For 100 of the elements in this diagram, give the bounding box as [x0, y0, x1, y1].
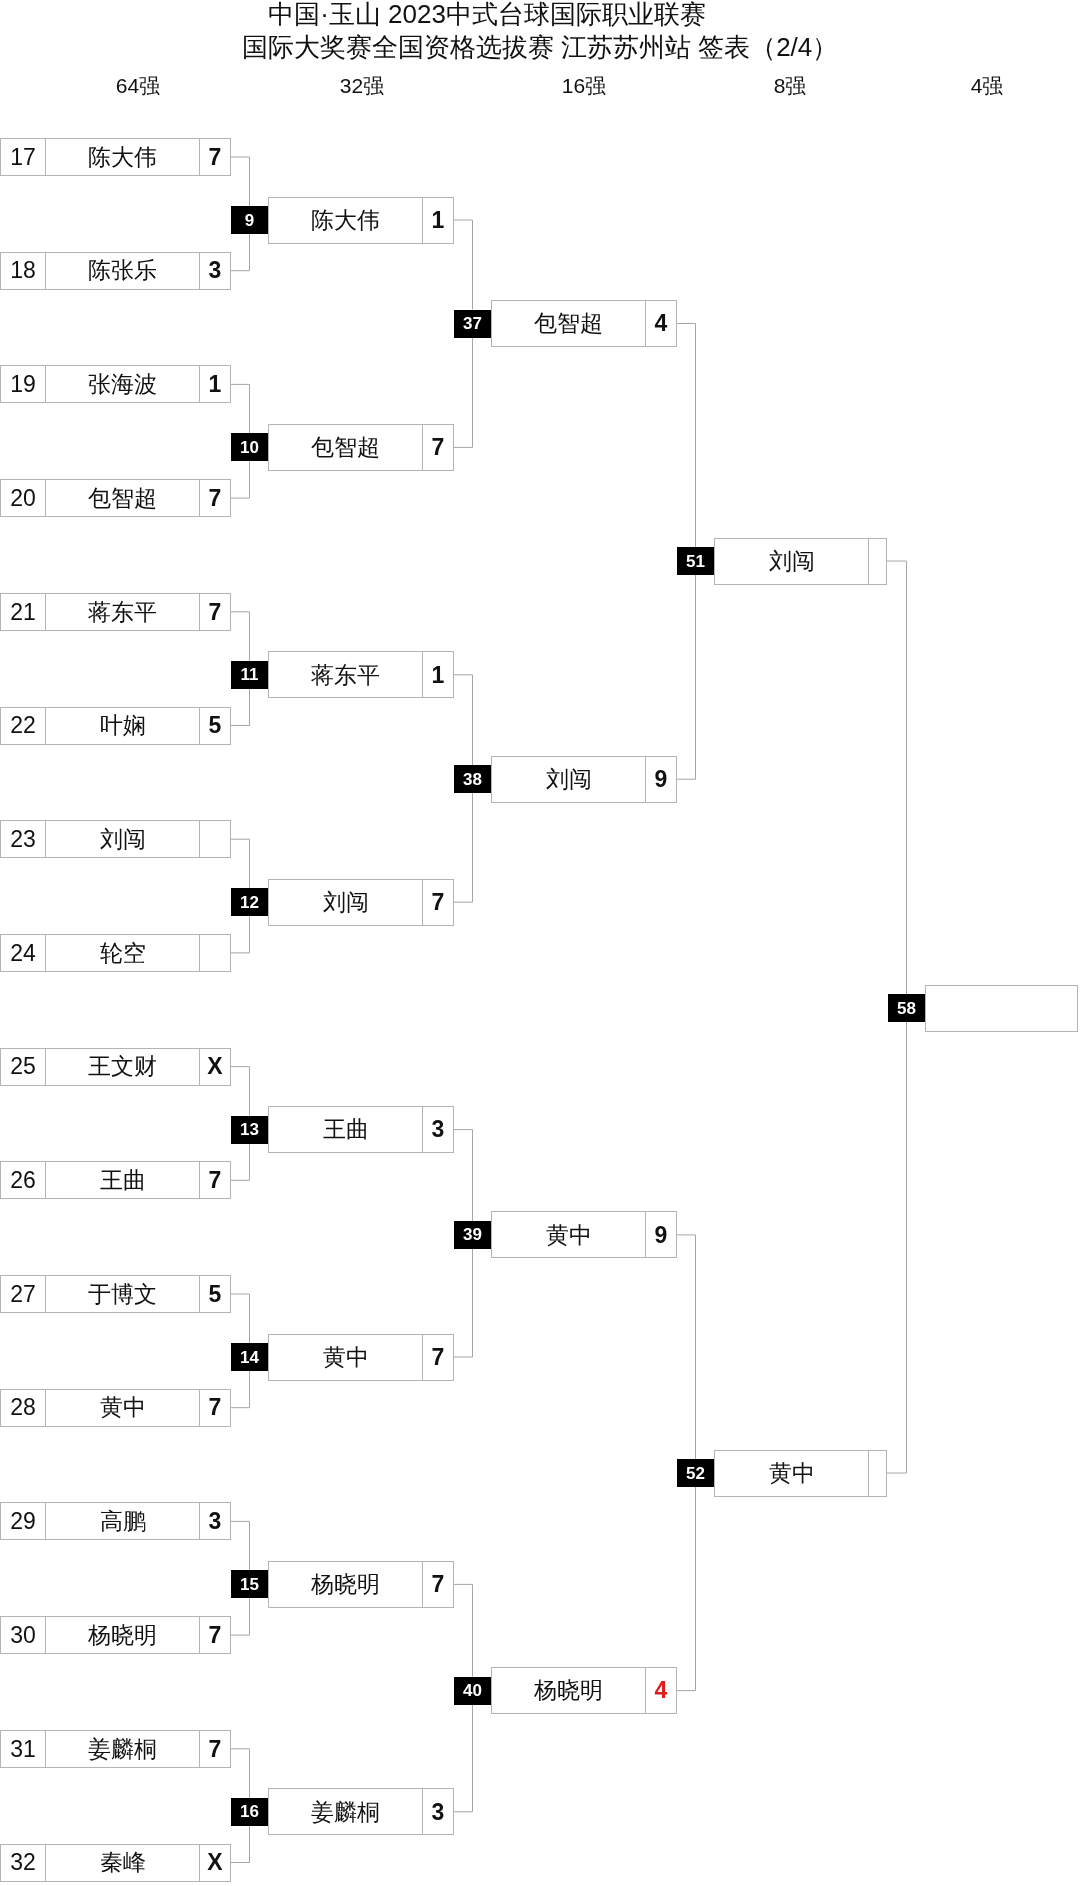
- match-score: 4: [654, 310, 668, 337]
- bracket-line: [676, 574, 696, 780]
- match-number-badge: 15: [231, 1570, 268, 1599]
- bracket-line: [676, 1234, 696, 1460]
- player-name: 于博文: [88, 1280, 157, 1308]
- bracket-line: [230, 1293, 250, 1344]
- player-name: 姜麟桐: [88, 1735, 157, 1762]
- match-score: 7: [431, 434, 445, 461]
- bracket-line: [230, 688, 250, 726]
- player-name: 王曲: [322, 1116, 369, 1143]
- match-score: 7: [208, 1735, 222, 1762]
- match-score: X: [207, 1849, 223, 1876]
- advancing-player-box: [714, 1449, 887, 1497]
- advancing-player-box: [268, 1788, 454, 1836]
- match-score: 5: [208, 1280, 222, 1308]
- match-number-badge: 51: [677, 547, 714, 575]
- bracket-line: [230, 1748, 250, 1799]
- match-score: 9: [654, 1221, 668, 1249]
- match-score: 7: [208, 598, 222, 625]
- match-score: 3: [208, 1508, 222, 1535]
- match-number-badge: 14: [231, 1343, 268, 1371]
- bracket-line: [453, 337, 473, 448]
- seed-number: 27: [10, 1280, 36, 1308]
- player-name: 杨晓明: [88, 1621, 157, 1649]
- bracket-line: [230, 460, 250, 499]
- bracket-line: [453, 1248, 473, 1358]
- player-name: 包智超: [534, 310, 603, 337]
- bracket-line: [453, 792, 473, 903]
- round-header: 4强: [970, 74, 1004, 99]
- bracket-line: [676, 323, 696, 548]
- player-name: 蒋东平: [88, 598, 157, 625]
- seed-number: 17: [10, 143, 36, 171]
- advancing-player-box: [491, 755, 677, 803]
- seed-number: 30: [10, 1621, 36, 1649]
- bracket-line: [230, 915, 250, 954]
- seed-number: 24: [10, 939, 36, 967]
- bracket-line: [676, 1486, 696, 1692]
- player-entry-box: [0, 1047, 231, 1086]
- round-header: 32强: [339, 74, 385, 99]
- player-name: 包智超: [88, 484, 157, 512]
- match-score: X: [207, 1053, 223, 1080]
- bracket-line: [230, 1066, 250, 1117]
- bracket-line: [230, 233, 250, 272]
- player-entry-box: [0, 1616, 231, 1655]
- advancing-player-box: [268, 1106, 454, 1154]
- advancing-player-box: [268, 651, 454, 699]
- player-name: 陈张乐: [88, 257, 157, 284]
- player-name: 叶娴: [99, 712, 146, 739]
- match-number-badge: 12: [231, 888, 268, 917]
- player-name: 杨晓明: [534, 1677, 603, 1704]
- match-score: 7: [208, 484, 222, 512]
- bracket-line: [230, 1370, 250, 1409]
- advancing-player-box: [268, 878, 454, 926]
- match-score: 1: [431, 661, 445, 688]
- player-entry-box: [0, 1843, 231, 1882]
- bracket-line: [453, 1129, 473, 1222]
- seed-number: 23: [10, 825, 36, 853]
- bracket-line: [230, 1520, 250, 1571]
- seed-number: 22: [10, 712, 36, 739]
- player-name: 蒋东平: [311, 661, 380, 688]
- player-name: 刘闯: [322, 888, 369, 916]
- match-number-badge: 40: [454, 1676, 491, 1705]
- player-name: 刘闯: [99, 825, 146, 853]
- bracket-line: [230, 838, 250, 889]
- player-entry-box: [0, 592, 231, 631]
- match-number-badge: 13: [231, 1115, 268, 1144]
- player-entry-box: [0, 251, 231, 290]
- player-name: 黄中: [545, 1221, 592, 1249]
- bracket-line: [230, 1825, 250, 1863]
- player-entry-box: [0, 1161, 231, 1200]
- player-name: 姜麟桐: [311, 1798, 380, 1825]
- player-entry-box: [0, 1275, 231, 1313]
- bracket-line: [453, 219, 473, 310]
- seed-number: 32: [10, 1849, 36, 1876]
- seed-number: 31: [10, 1735, 36, 1762]
- round-header: 8强: [773, 74, 807, 99]
- advancing-player-box: [268, 1560, 454, 1608]
- bracket-line: [886, 1021, 907, 1474]
- match-score: 7: [208, 1167, 222, 1194]
- seed-number: 19: [10, 371, 36, 398]
- bracket-line: [230, 1597, 250, 1636]
- seed-number: 18: [10, 257, 36, 284]
- player-entry-box: [0, 1729, 231, 1768]
- match-score: 3: [431, 1798, 445, 1825]
- match-number-badge: 58: [888, 994, 925, 1022]
- advancing-player-box: [268, 196, 454, 244]
- match-score: 7: [208, 1621, 222, 1649]
- match-number-badge: 38: [454, 765, 491, 794]
- advancing-player-box: [268, 1333, 454, 1381]
- player-name: 王曲: [99, 1167, 146, 1194]
- match-score: 7: [208, 1394, 222, 1421]
- match-number-badge: 10: [231, 433, 268, 462]
- player-name: 黄中: [768, 1459, 815, 1487]
- match-score: 7: [431, 1571, 445, 1598]
- match-number-badge: 11: [231, 660, 268, 689]
- player-entry-box: [0, 1502, 231, 1541]
- bracket-line: [230, 611, 250, 662]
- player-name: 黄中: [99, 1394, 146, 1421]
- subtitle: 国际大奖赛全国资格选拔赛 江苏苏州站 签表（2/4）: [241, 33, 839, 63]
- match-score: 5: [208, 712, 222, 739]
